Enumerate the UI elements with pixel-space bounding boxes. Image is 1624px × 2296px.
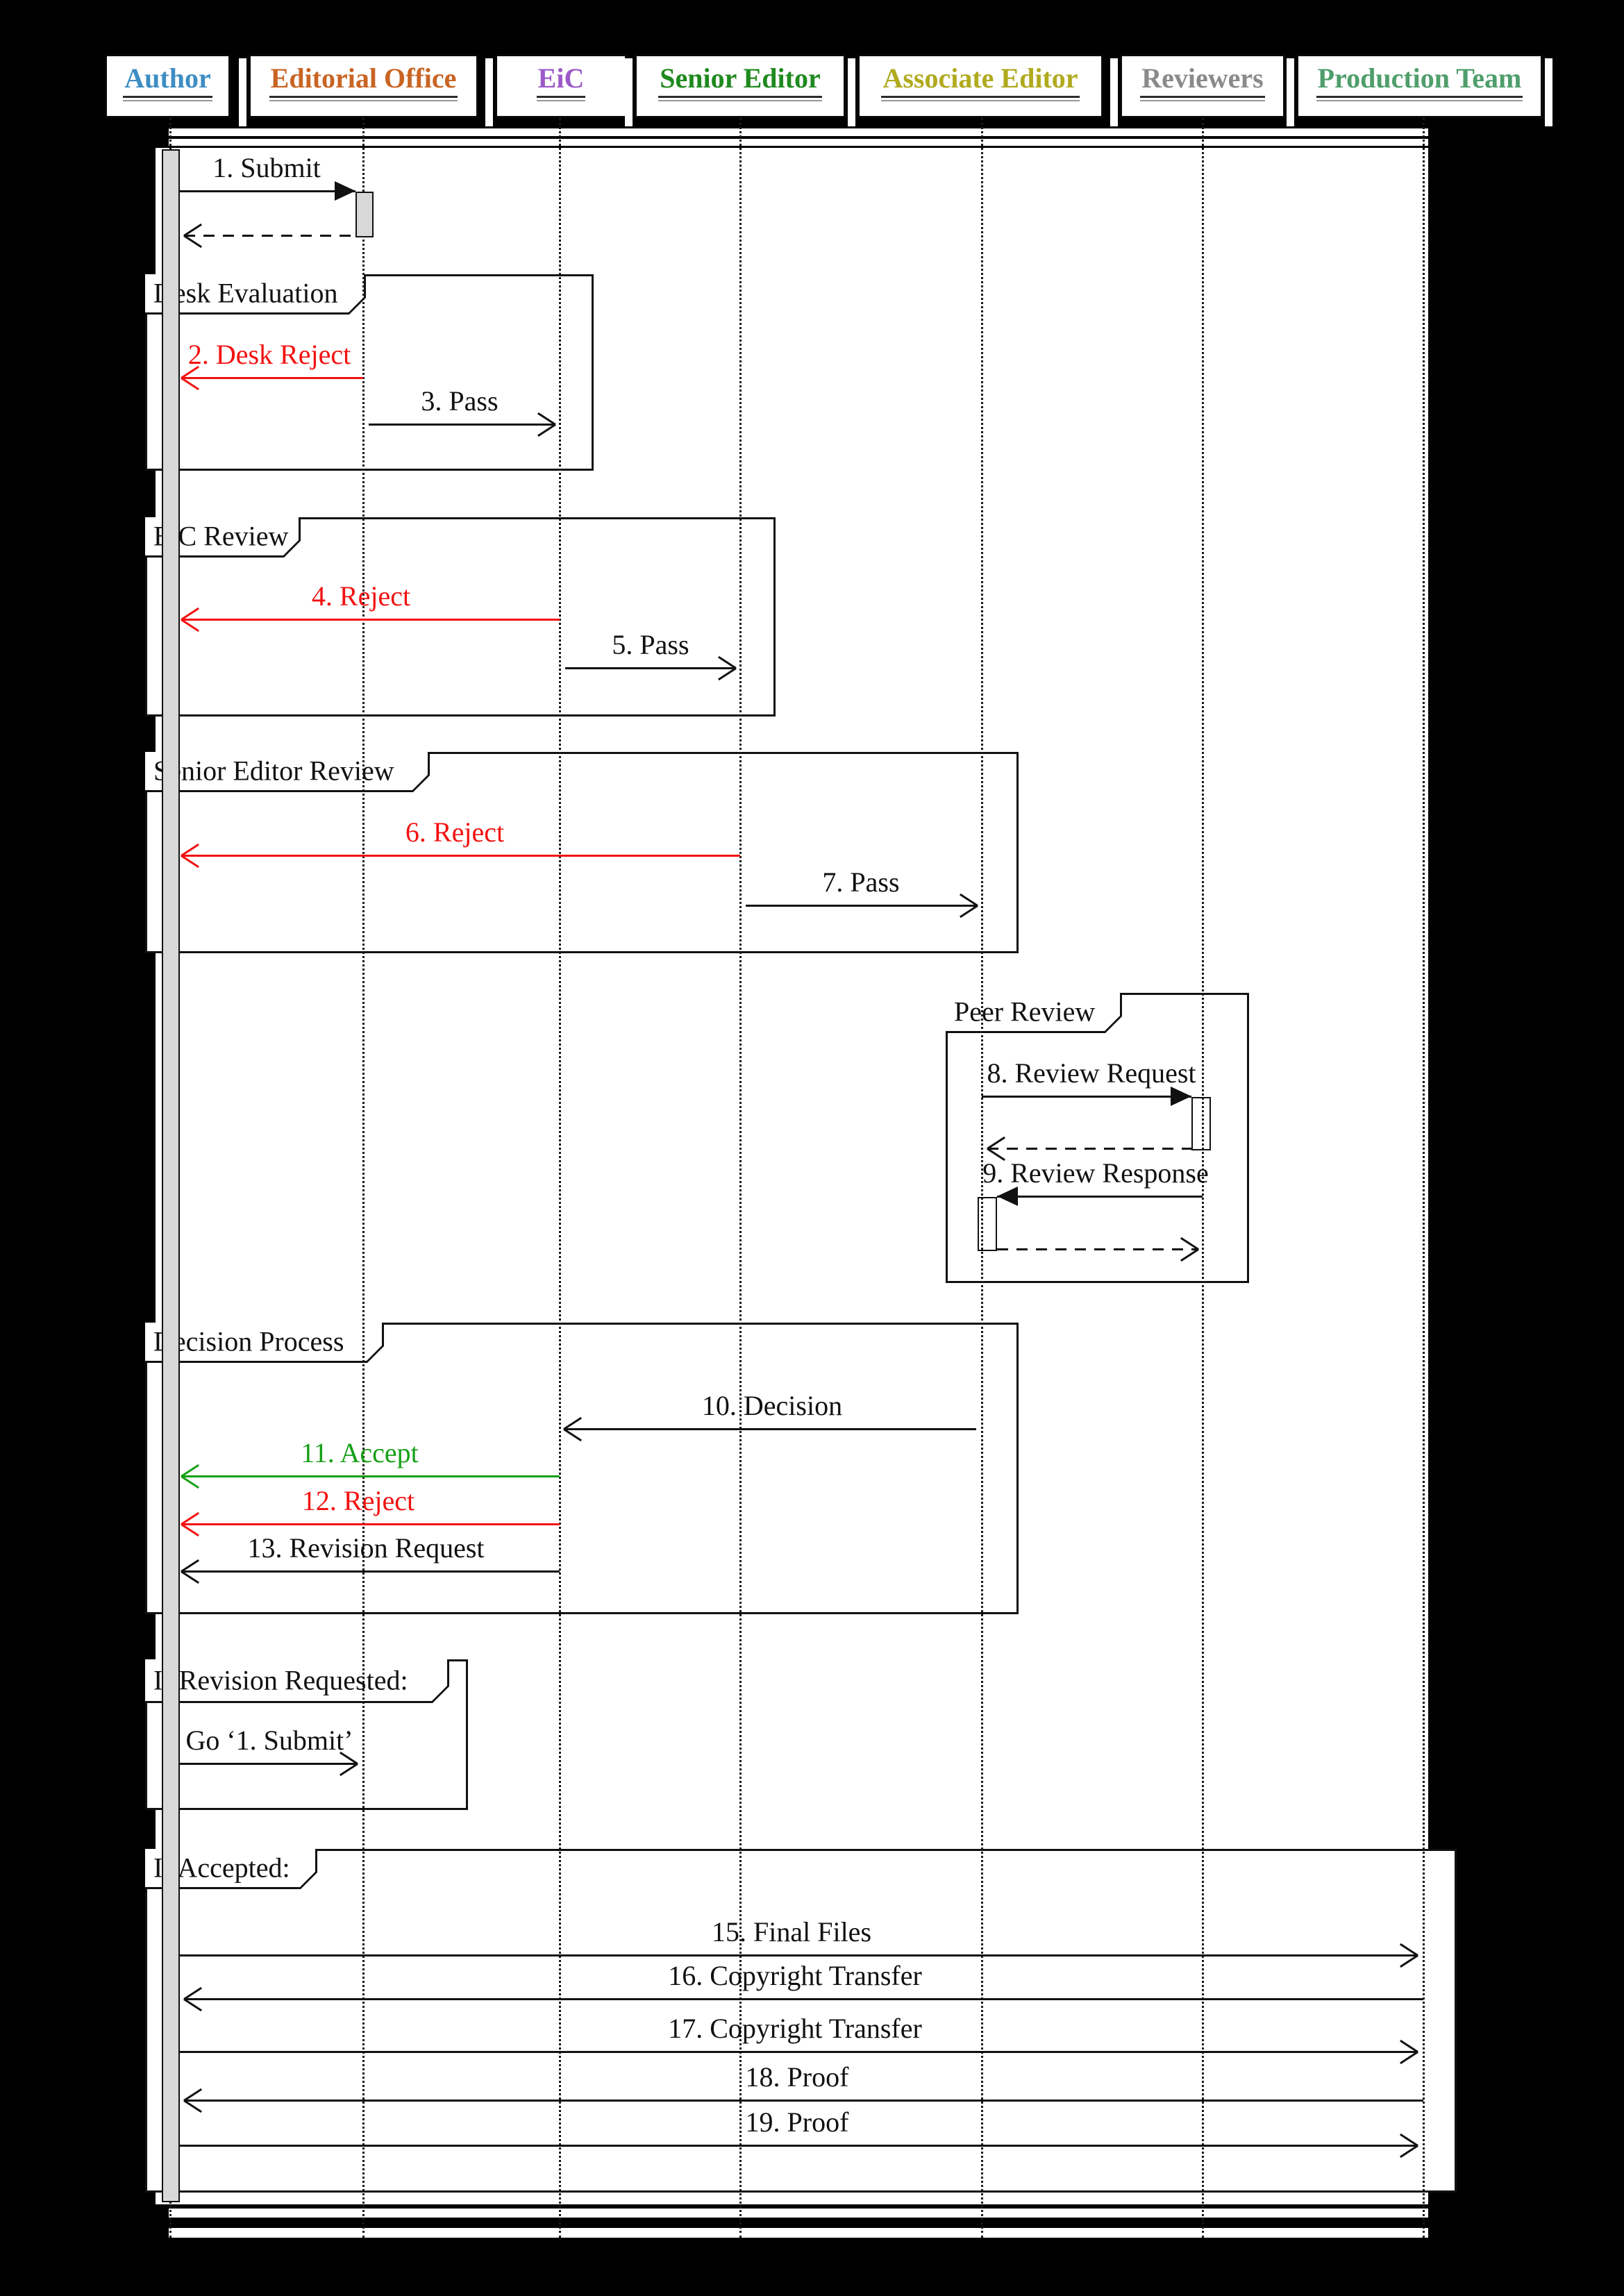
message-8-review-request-line [982, 1096, 1191, 1098]
message-4-reject-line [181, 619, 560, 621]
participant-name: Reviewers [1140, 62, 1265, 98]
message-9-review-response-arrowhead [997, 1187, 1018, 1206]
participant-name-underline: Production Team [1316, 62, 1523, 101]
author-activation [162, 149, 180, 2202]
message-17-copyright-transfer-label: 17. Copyright Transfer [668, 2013, 922, 2044]
header-separator-strip [169, 128, 1428, 136]
return-message-line [184, 235, 355, 237]
message-3-pass-line [369, 424, 555, 426]
participant-box-associate-editor: Associate Editor [848, 54, 1103, 126]
message-go-1-submit-line [180, 1763, 358, 1765]
message-15-final-files-line [180, 1954, 1418, 1956]
participant-name: Associate Editor [881, 62, 1080, 98]
frame-tab-fill [145, 274, 364, 312]
return-message-line [997, 1248, 1198, 1250]
participant-box-eic: EiC [485, 54, 627, 126]
message-1-submit-arrowhead [335, 181, 355, 201]
participant-name: Production Team [1316, 62, 1523, 98]
participant-name: EiC [536, 62, 586, 98]
participant-box-author: Author [105, 54, 231, 118]
frame-tab-fill [145, 752, 428, 790]
frame-tab-decision-process: Decision Process [145, 1323, 384, 1363]
participant-name-underline: Senior Editor [658, 62, 822, 101]
message-17-copyright-transfer-line [180, 2051, 1418, 2053]
message-2-desk-reject-label: 2. Desk Reject [187, 339, 351, 370]
participant-box-senior-editor: Senior Editor [625, 54, 846, 126]
frame-tab-fill [145, 1659, 447, 1701]
frame-label: Decision Process [153, 1325, 344, 1357]
participant-name-underline: Author [123, 62, 212, 101]
participant-name-underline: Associate Editor [881, 62, 1080, 101]
return-message-line [987, 1148, 1191, 1150]
message-15-final-files-label: 15. Final Files [711, 1916, 872, 1947]
participant-box-reviewers: Reviewers [1110, 54, 1285, 126]
message-6-reject-label: 6. Reject [405, 816, 505, 848]
participant-name-underline: Editorial Office [269, 62, 458, 101]
message-3-pass-label: 3. Pass [421, 385, 499, 417]
frame-tab-fill [145, 1323, 382, 1361]
frame-label: Peer Review [954, 996, 1096, 1028]
message-1-submit-line [180, 190, 355, 192]
message-11-accept-line [181, 1475, 560, 1477]
message-7-pass-line [746, 905, 978, 907]
message-12-reject-label: 12. Reject [301, 1485, 415, 1516]
editorial-office-activation [355, 192, 374, 237]
participant-box-production-team: Production Team [1287, 54, 1552, 126]
message-10-decision-label: 10. Decision [701, 1390, 843, 1421]
message-1-submit-label: 1. Submit [212, 152, 321, 183]
participant-name: Senior Editor [658, 62, 822, 98]
lifeline-reviewers [1202, 118, 1204, 2238]
message-6-reject-line [181, 855, 740, 857]
frame-label: Senior Editor Review [153, 755, 394, 787]
frame-tab-if-revision-requested: If Revision Requested: [145, 1659, 449, 1703]
message-2-desk-reject-line [181, 377, 363, 379]
participant-name: Author [123, 62, 212, 98]
message-18-proof-line [184, 2100, 1423, 2102]
message-go-1-submit-label: Go ‘1. Submit’ [185, 1725, 353, 1756]
message-9-review-response-line [997, 1196, 1203, 1198]
reviewers-activation [1191, 1097, 1211, 1150]
participant-name: Editorial Office [269, 62, 458, 98]
message-12-reject-line [181, 1523, 560, 1525]
message-8-review-request-label: 8. Review Request [987, 1057, 1196, 1089]
message-13-revision-request-label: 13. Revision Request [247, 1532, 485, 1564]
message-16-copyright-transfer-line [184, 1998, 1423, 2000]
frame-tab-fill [946, 993, 1120, 1031]
frame-label: Desk Evaluation [153, 277, 338, 309]
lifeline-eic [559, 118, 561, 2238]
frame-decision-process [145, 1323, 1019, 1614]
lifeline-production-team [1423, 118, 1425, 2238]
message-16-copyright-transfer-label: 16. Copyright Transfer [668, 1960, 922, 1991]
message-7-pass-label: 7. Pass [822, 866, 900, 898]
participant-name-underline: EiC [536, 62, 586, 101]
message-5-pass-line [565, 667, 736, 669]
lifeline-associate-editor [981, 118, 983, 2238]
footer-separator-strip [169, 2209, 1428, 2218]
message-5-pass-label: 5. Pass [612, 629, 689, 660]
message-11-accept-label: 11. Accept [301, 1437, 419, 1468]
frame-tab-peer-review: Peer Review [946, 993, 1122, 1033]
header-separator-strip [169, 139, 1428, 146]
lifeline-editorial-office [362, 118, 365, 2238]
frame-label: If Revision Requested: [153, 1664, 408, 1696]
message-10-decision-line [564, 1428, 976, 1430]
message-19-proof-label: 19. Proof [745, 2106, 849, 2138]
lifeline-senior-editor [739, 118, 742, 2238]
message-19-proof-line [180, 2145, 1418, 2147]
message-4-reject-label: 4. Reject [311, 580, 411, 612]
message-9-review-response-label: 9. Review Response [982, 1157, 1209, 1189]
message-18-proof-label: 18. Proof [745, 2061, 849, 2093]
frame-tab-senior-editor-review: Senior Editor Review [145, 752, 430, 792]
associate-editor-activation [978, 1197, 997, 1251]
frame-tab-desk-evaluation: Desk Evaluation [145, 274, 366, 315]
message-8-review-request-arrowhead [1171, 1087, 1191, 1106]
participant-box-editorial-office: Editorial Office [239, 54, 478, 126]
participant-name-underline: Reviewers [1140, 62, 1265, 101]
message-13-revision-request-line [181, 1570, 560, 1573]
footer-separator-strip [169, 2228, 1428, 2238]
